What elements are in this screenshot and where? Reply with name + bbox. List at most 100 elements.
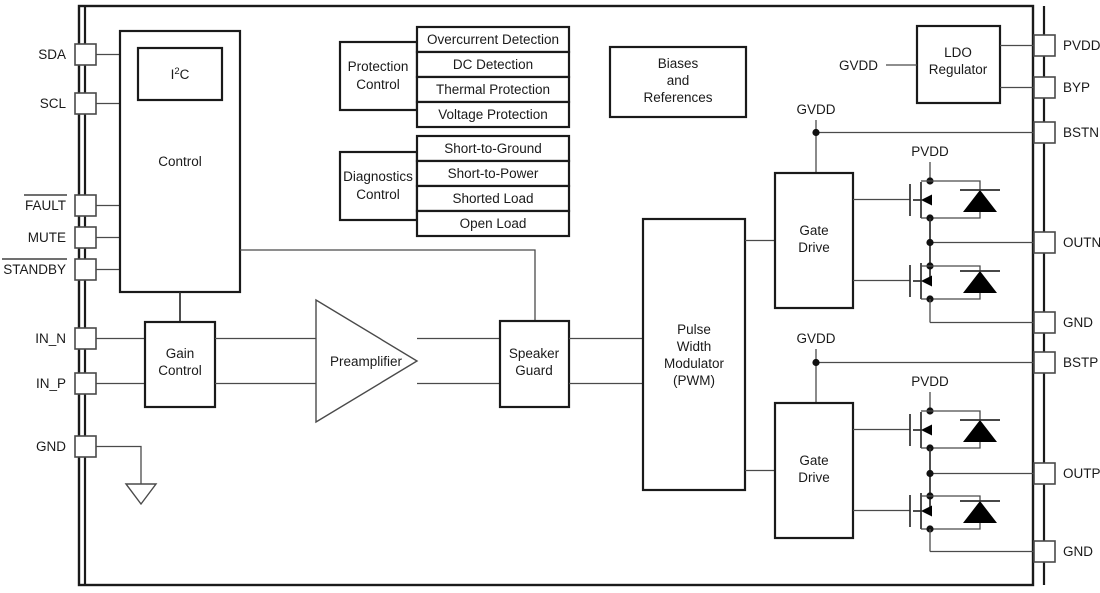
pin-in-n-label: IN_N [35,331,66,346]
protection-item-1[interactable] [415,50,571,79]
pin-scl-label: SCL [40,96,67,111]
biases-references-block[interactable] [608,45,748,119]
protection-item-3[interactable] [415,100,571,129]
pvdd-top-label: PVDD [911,144,949,159]
pin-scl[interactable]: SCL [40,92,120,115]
pin-pvdd-label: PVDD [1063,38,1100,53]
pwm-label-1: Pulse [677,322,711,337]
pin-standby[interactable]: STANDBY [2,258,120,281]
diagnostics-item-1-label: Short-to-Power [448,166,539,181]
protection-items-list: Overcurrent Detection DC Detection Therm… [415,25,571,129]
diagnostics-item-3-label: Open Load [460,216,527,231]
wire-control-to-speaker-guard [240,249,536,321]
protection-item-3-label: Voltage Protection [438,107,548,122]
junction-dot-gvdd-bstn [812,128,820,137]
gvdd-ldo-label: GVDD [839,58,878,73]
ground-symbol-icon [124,483,158,506]
pin-gnd-right-top[interactable]: GND [1033,311,1093,334]
chip-outline [77,4,1035,587]
pin-byp-label: BYP [1063,80,1090,95]
diagnostics-items-list: Short-to-Ground Short-to-Power Shorted L… [415,134,571,238]
biases-label-3: References [643,90,712,105]
gate-drive-bottom-label-2: Drive [798,470,830,485]
protection-item-0-label: Overcurrent Detection [427,32,559,47]
pin-gnd-right-bot[interactable]: GND [1033,540,1093,563]
gate-drive-bottom-label-1: Gate [799,453,828,468]
pvdd-bot-label: PVDD [911,374,949,389]
protection-control-label-2: Control [356,77,400,92]
diagnostics-control-block[interactable] [338,150,419,222]
body-diode-high-side-bottom [930,410,1000,449]
pin-gnd-left[interactable]: GND [36,435,142,484]
pwm-label-2: Width [677,339,712,354]
junction-dot-gvdd-bstp [812,358,820,367]
pin-gnd-right-top-label: GND [1063,315,1093,330]
gate-drive-top-block[interactable] [773,171,855,310]
pin-mute[interactable]: MUTE [28,226,120,249]
ldo-label-1: LDO [944,45,972,60]
pin-outn-label: OUTN [1063,235,1100,250]
pin-bstn-label: BSTN [1063,125,1099,140]
gvdd-bot-label: GVDD [796,331,835,346]
pin-gnd-right-bot-label: GND [1063,544,1093,559]
speaker-guard-label-2: Guard [515,363,553,378]
diagnostics-control-label-2: Control [356,187,400,202]
protection-item-2-label: Thermal Protection [436,82,550,97]
mosfet-high-side-bottom [909,410,932,449]
i2c-block-label: I2C [171,66,190,82]
pin-bstp[interactable]: BSTP [1033,351,1098,374]
diagnostics-item-2[interactable] [415,184,571,213]
protection-control-label-1: Protection [348,59,409,74]
ldo-label-2: Regulator [929,62,988,77]
pwm-label-4: (PWM) [673,373,715,388]
protection-control-block[interactable] [338,40,419,112]
mosfet-low-side-top [909,263,932,300]
pin-outp-label: OUTP [1063,466,1100,481]
i2c-block[interactable] [136,46,224,102]
body-diode-high-side-top [930,180,1000,219]
gate-drive-top-label-2: Drive [798,240,830,255]
pwm-label-3: Modulator [664,356,725,371]
pin-fault-label: FAULT [25,198,66,213]
diagnostics-control-label-1: Diagnostics [343,169,413,184]
gvdd-top-label: GVDD [796,102,835,117]
pin-in-p-label: IN_P [36,376,66,391]
protection-item-2[interactable] [415,75,571,104]
gain-control-label-1: Gain [166,346,195,361]
diagnostics-item-3[interactable] [415,209,571,238]
pwm-block[interactable] [641,217,747,492]
pin-bstp-label: BSTP [1063,355,1098,370]
gain-control-block[interactable] [143,320,217,409]
speaker-guard-block[interactable] [498,319,571,409]
ldo-regulator-block[interactable] [915,24,1002,105]
preamplifier-label: Preamplifier [330,354,403,369]
body-diode-low-side-top [930,265,1000,300]
pin-pvdd[interactable]: PVDD [1033,34,1100,57]
gate-drive-bottom-block[interactable] [773,401,855,540]
pin-byp[interactable]: BYP [1033,76,1090,99]
mosfet-high-side-top [909,180,932,219]
gate-drive-top-label-1: Gate [799,223,828,238]
pin-standby-label: STANDBY [3,262,66,277]
pin-bstn[interactable]: BSTN [1033,121,1099,144]
pin-gnd-left-label: GND [36,439,66,454]
diagnostics-item-2-label: Shorted Load [452,191,533,206]
pin-in-p[interactable]: IN_P [36,372,145,395]
pin-fault[interactable]: FAULT [24,194,120,217]
protection-item-0[interactable] [415,25,571,54]
biases-label-1: Biases [658,56,699,71]
pin-mute-label: MUTE [28,230,66,245]
control-block-label: Control [158,154,202,169]
preamplifier-block[interactable] [315,298,419,424]
pin-sda-label: SDA [38,47,66,62]
gain-control-label-2: Control [158,363,202,378]
body-diode-low-side-bottom [930,495,1000,530]
diagnostics-item-0-label: Short-to-Ground [444,141,542,156]
pin-outn[interactable]: OUTN [1033,231,1100,254]
junction-dot-outp [926,469,934,478]
pin-outp[interactable]: OUTP [1033,462,1100,485]
pin-sda[interactable]: SDA [38,43,120,66]
pin-in-n[interactable]: IN_N [35,327,145,350]
